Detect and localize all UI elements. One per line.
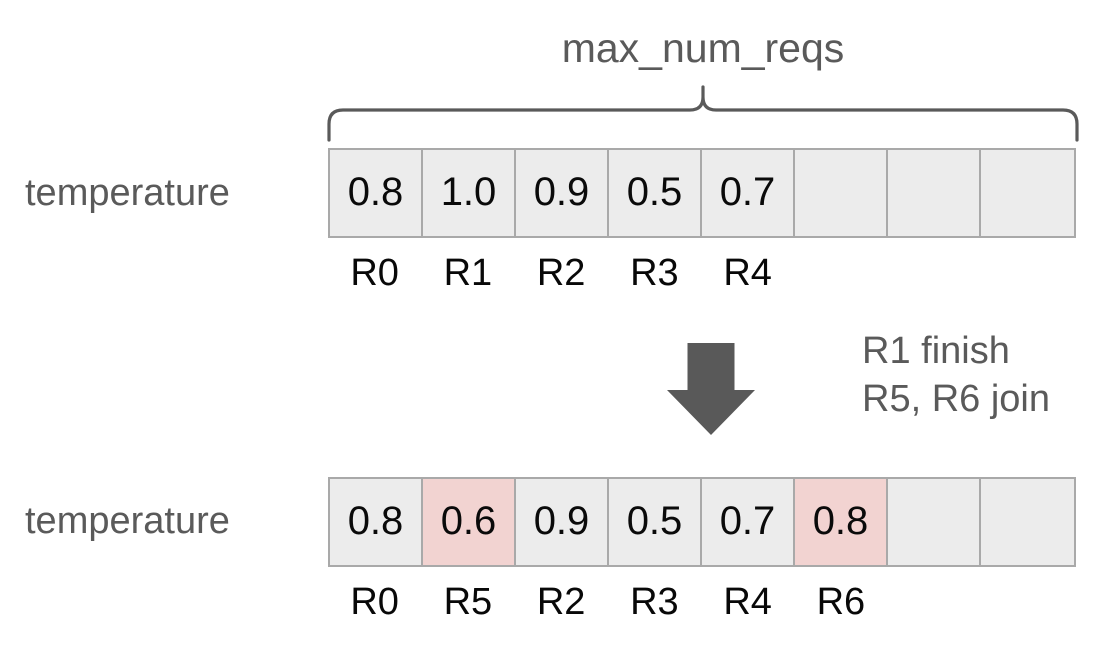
arrow-down-glyph xyxy=(667,343,755,435)
buffer-cell[interactable]: 0.5 xyxy=(609,479,702,565)
request-id-label: R2 xyxy=(536,252,586,294)
request-id-row-after: R0 R5 R2 R3 R4 R6 xyxy=(328,580,1076,624)
request-id-label-empty xyxy=(794,251,887,295)
request-id-label: R0 xyxy=(350,581,399,623)
request-id-label-empty xyxy=(981,251,1074,295)
buffer-cell[interactable]: 0.8 xyxy=(330,479,423,565)
request-id-label: R5 xyxy=(443,581,493,623)
buffer-cell[interactable]: 0.8 xyxy=(330,150,423,236)
request-id-label-empty xyxy=(981,580,1074,624)
request-id-label: R1 xyxy=(443,252,493,294)
temperature-buffer-after: 0.8 0.6 0.9 0.5 0.7 0.8 xyxy=(328,477,1076,567)
buffer-cell[interactable]: 1.0 xyxy=(423,150,516,236)
brace-icon xyxy=(327,85,1079,142)
request-id-label: R3 xyxy=(630,581,679,623)
temperature-buffer-before: 0.8 1.0 0.9 0.5 0.7 xyxy=(328,148,1076,238)
transition-note-line-1: R1 finish xyxy=(862,330,1010,372)
buffer-cell[interactable]: 0.7 xyxy=(702,479,795,565)
request-id-label: R4 xyxy=(723,581,772,623)
capacity-brace xyxy=(326,84,1080,142)
buffer-cell-empty[interactable] xyxy=(888,150,981,236)
buffer-cell[interactable]: 0.9 xyxy=(516,479,609,565)
transition-note-line-2: R5, R6 join xyxy=(862,378,1050,420)
row-label-temperature-after: temperature xyxy=(25,500,230,542)
down-arrow-icon xyxy=(660,338,762,442)
request-id-label: R0 xyxy=(350,252,399,294)
buffer-cell-empty[interactable] xyxy=(795,150,888,236)
request-id-label-empty xyxy=(888,580,981,624)
buffer-cell[interactable]: 0.9 xyxy=(516,150,609,236)
buffer-cell-empty[interactable] xyxy=(981,479,1074,565)
buffer-cell[interactable]: 0.5 xyxy=(609,150,702,236)
buffer-cell-empty[interactable] xyxy=(888,479,981,565)
buffer-cell[interactable]: 0.7 xyxy=(702,150,795,236)
buffer-cell-highlighted[interactable]: 0.6 xyxy=(423,479,516,565)
request-id-label-empty xyxy=(888,251,981,295)
request-id-label: R4 xyxy=(723,252,772,294)
transition-note: R1 finish R5, R6 join xyxy=(862,327,1050,423)
request-id-label: R6 xyxy=(816,581,866,623)
buffer-cell-highlighted[interactable]: 0.8 xyxy=(795,479,888,565)
row-label-temperature-before: temperature xyxy=(25,172,230,214)
page-title: max_num_reqs xyxy=(561,25,845,71)
buffer-cell-empty[interactable] xyxy=(981,150,1074,236)
request-id-label: R2 xyxy=(536,581,586,623)
request-id-label: R3 xyxy=(630,252,679,294)
request-id-row-before: R0 R1 R2 R3 R4 xyxy=(328,251,1076,295)
